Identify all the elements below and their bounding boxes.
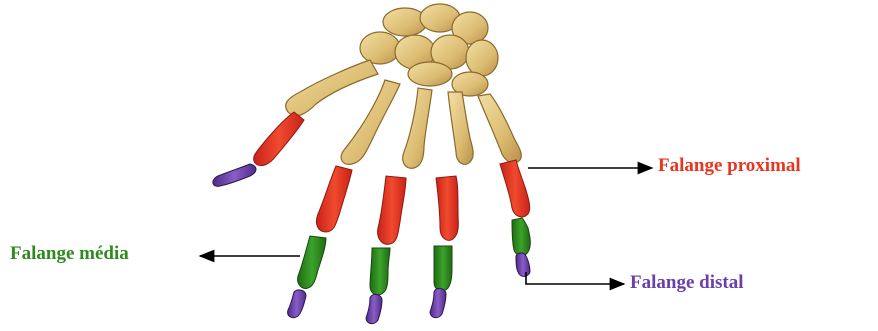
- carpal-bones: [360, 4, 498, 96]
- metacarpal-bones: [286, 60, 522, 168]
- distal-phalanges: [213, 164, 530, 324]
- label-falange-proximal: Falange proximal: [658, 155, 801, 177]
- label-falange-media: Falange média: [10, 243, 129, 265]
- pointer-arrows: [200, 168, 652, 284]
- arrow-distal: [526, 272, 624, 284]
- label-falange-distal: Falange distal: [630, 272, 743, 294]
- proximal-phalanges: [254, 112, 530, 244]
